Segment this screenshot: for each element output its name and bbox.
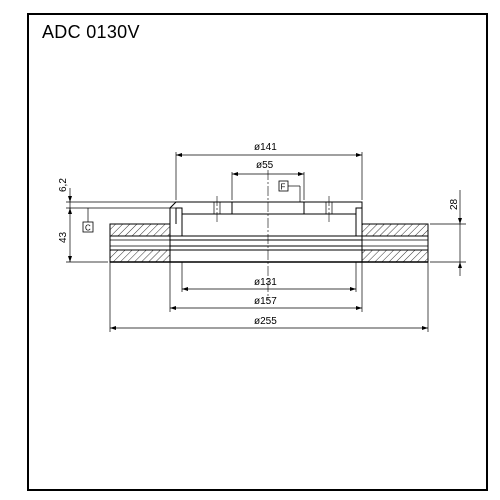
part-number-title: ADC 0130V	[42, 22, 140, 42]
datum-c-label: C	[85, 224, 91, 233]
dimension-d55: ø55	[231, 160, 305, 200]
hat-inner-profile	[175, 207, 362, 224]
right-friction-plate-top	[361, 223, 429, 237]
d55-label: ø55	[256, 160, 274, 171]
datum-c-marker: C	[82, 208, 94, 233]
d141-label: ø141	[254, 142, 277, 153]
right-friction-plate-bottom	[361, 249, 429, 263]
dimension-d255: ø255	[109, 262, 429, 332]
left-friction-plate-top	[109, 223, 171, 237]
dimension-h43: 43	[58, 208, 108, 263]
d157-label: ø157	[254, 296, 277, 307]
drawing-frame	[27, 13, 488, 491]
dimension-d131: ø131	[181, 262, 357, 292]
dimension-h28: 28	[430, 190, 466, 276]
left-friction-plate-bottom	[109, 249, 171, 263]
h28-label: 28	[449, 198, 460, 210]
disc-body	[109, 201, 429, 263]
h6-2-label: 6,2	[58, 178, 69, 192]
dimension-d141: ø141	[175, 142, 363, 200]
datum-f-label: F	[281, 183, 286, 192]
dimension-d157: ø157	[169, 262, 363, 312]
dimension-h6-2: 6,2	[58, 178, 176, 214]
d255-label: ø255	[254, 316, 277, 327]
d131-label: ø131	[254, 277, 277, 288]
h43-label: 43	[58, 231, 69, 243]
datum-f-marker: F	[278, 180, 301, 202]
hat-outer-profile	[169, 201, 363, 224]
